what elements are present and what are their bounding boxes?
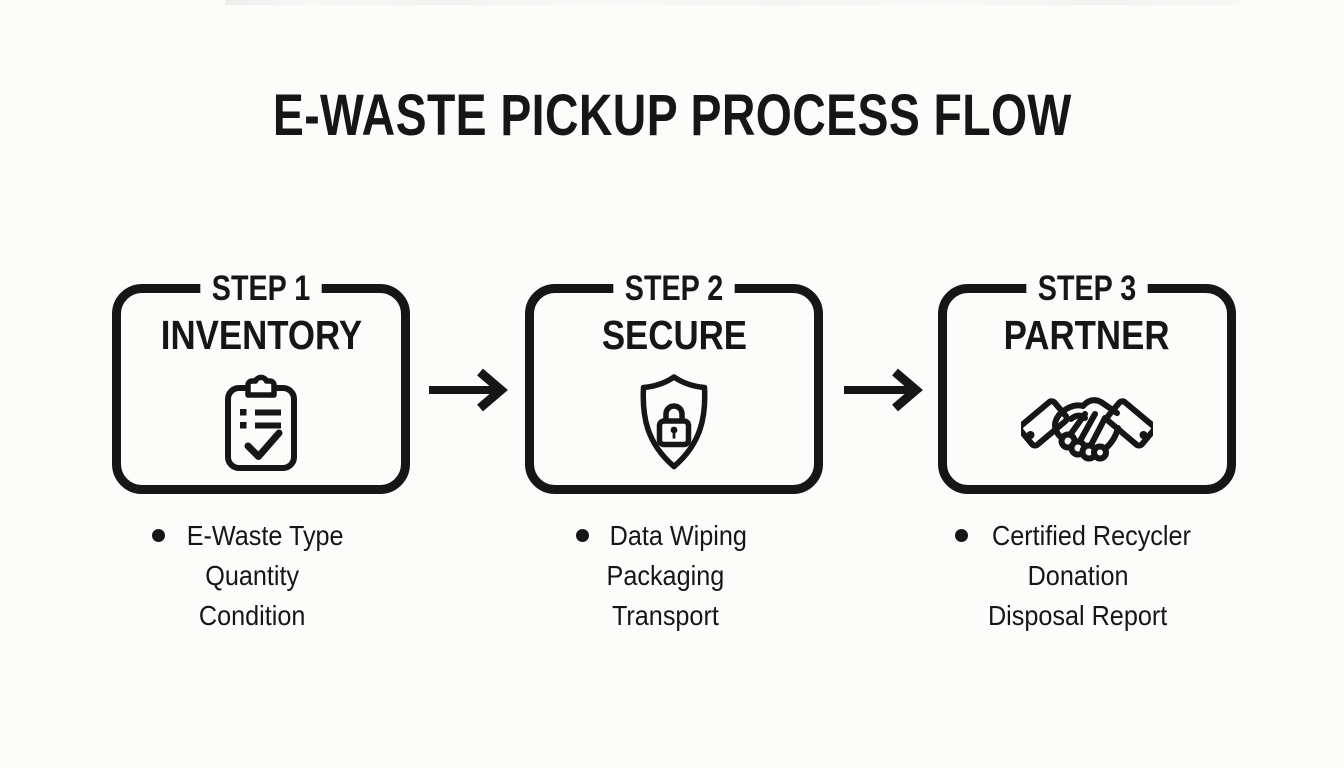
bullet-dot xyxy=(151,529,165,542)
step-label-2-text: STEP 2 xyxy=(613,269,735,309)
detail-line: Certified Recycler xyxy=(929,516,1227,556)
detail-text: E-Waste Type xyxy=(186,520,344,551)
detail-line: Donation xyxy=(929,556,1227,596)
step-label-1: STEP 1 xyxy=(121,269,401,309)
detail-text: Quantity xyxy=(205,560,299,591)
step-name-2: SECURE xyxy=(534,315,814,356)
step-name-3: PARTNER xyxy=(947,315,1227,356)
flow-arrow-icon xyxy=(844,368,923,412)
detail-line: Condition xyxy=(103,596,401,636)
detail-text: Packaging xyxy=(606,560,724,591)
clipboard-checklist-icon xyxy=(121,365,401,475)
detail-text: Condition xyxy=(198,600,306,631)
detail-line: E-Waste Type xyxy=(103,516,401,556)
bullet-dot xyxy=(575,529,589,542)
step-label-2: STEP 2 xyxy=(534,269,814,309)
shield-lock-icon xyxy=(534,365,814,475)
detail-text: Disposal Report xyxy=(988,600,1168,631)
detail-text: Data Wiping xyxy=(609,520,747,551)
detail-line: Data Wiping xyxy=(516,516,814,556)
handshake-icon xyxy=(947,379,1227,475)
step-box-1: STEP 1 INVENTORY xyxy=(112,269,410,494)
page-title: E-WASTE PICKUP PROCESS FLOW xyxy=(0,83,1344,148)
detail-text: Certified Recycler xyxy=(991,520,1191,551)
step-details-1: E-Waste Type Quantity Condition xyxy=(103,516,401,636)
step-section-3: STEP 3 PARTNER xyxy=(938,269,1236,631)
step-section-2: STEP 2 SECURE Data Wiping Packaging Tran… xyxy=(525,269,823,631)
step-details-3: Certified Recycler Donation Disposal Rep… xyxy=(929,516,1227,636)
detail-text: Donation xyxy=(1027,560,1129,591)
step-label-3: STEP 3 xyxy=(947,269,1227,309)
detail-line: Disposal Report xyxy=(929,596,1227,636)
step-name-1: INVENTORY xyxy=(121,315,401,356)
step-details-2: Data Wiping Packaging Transport xyxy=(516,516,814,636)
step-name-3-text: PARTNER xyxy=(1004,312,1170,358)
step-section-1: STEP 1 INVENTORY E-Waste Type xyxy=(112,269,410,631)
page-title-text: E-WASTE PICKUP PROCESS FLOW xyxy=(272,83,1072,148)
top-edge-artifact xyxy=(225,0,1240,5)
step-name-2-text: SECURE xyxy=(601,312,747,358)
detail-line: Transport xyxy=(516,596,814,636)
step-label-3-text: STEP 3 xyxy=(1026,269,1148,309)
flow-arrow-icon xyxy=(429,368,508,412)
detail-text: Transport xyxy=(611,600,719,631)
step-box-2: STEP 2 SECURE xyxy=(525,269,823,494)
step-name-1-text: INVENTORY xyxy=(160,312,362,358)
step-label-1-text: STEP 1 xyxy=(200,269,322,309)
detail-line: Quantity xyxy=(103,556,401,596)
bullet-dot xyxy=(954,529,968,542)
step-box-3: STEP 3 PARTNER xyxy=(938,269,1236,494)
detail-line: Packaging xyxy=(516,556,814,596)
